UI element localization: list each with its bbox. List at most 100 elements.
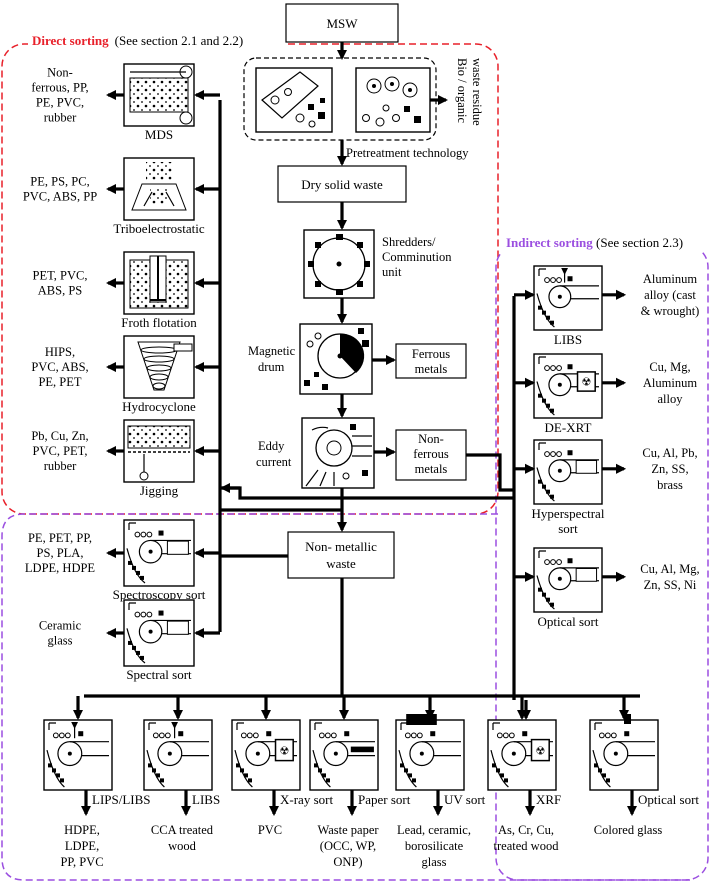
svg-text:☢: ☢	[535, 745, 545, 758]
shredders-label-3: unit	[382, 265, 402, 279]
right-unit-output: Zn, SS,	[651, 462, 688, 476]
right-unit-output: Cu, Al, Mg,	[640, 562, 699, 576]
left-unit-output: Ceramic	[39, 619, 82, 633]
bottom-unit-output: CCA treated	[151, 823, 214, 837]
bottom-unit-label: Paper sort	[358, 792, 411, 807]
left-unit-spectroscopy-sort	[123, 519, 195, 587]
left-unit-output: PET, PVC,	[33, 269, 88, 283]
shredders-label-2: Comminution	[382, 250, 452, 264]
right-unit-label: LIBS	[554, 332, 582, 347]
bottom-unit-label: X-ray sort	[280, 792, 333, 807]
right-unit-output: alloy	[658, 392, 684, 406]
left-unit-output: Pb, Cu, Zn,	[31, 429, 88, 443]
left-unit-output: PVC, PET,	[33, 444, 88, 458]
bottom-unit-output: borosilicate	[405, 839, 464, 853]
right-unit-output: Cu, Al, Pb,	[642, 446, 697, 460]
left-unit-output: PE, PET	[38, 375, 81, 389]
right-unit-output: brass	[657, 478, 683, 492]
bottom-unit-paper-sort	[309, 719, 379, 791]
right-unit-optical-sort	[533, 547, 603, 613]
bottom-unit-lips-libs	[43, 719, 113, 791]
right-unit-libs	[533, 265, 603, 331]
bottom-unit-output: Waste paper	[317, 823, 379, 837]
right-unit-output: alloy (cast	[644, 288, 696, 302]
pretreatment-screen-icon	[355, 67, 431, 133]
left-unit-output: LDPE, HDPE	[25, 561, 96, 575]
right-unit-output: & wrought)	[641, 304, 700, 318]
msw-box	[285, 3, 399, 43]
svg-text:☢: ☢	[279, 745, 289, 758]
right-unit-output: Cu, Mg,	[649, 360, 690, 374]
bottom-unit-x-ray-sort: ☢	[231, 719, 301, 791]
right-unit-output: Aluminum	[643, 272, 697, 286]
left-unit-triboelectrostatic	[123, 157, 195, 221]
bottom-unit-output: PP, PVC	[60, 855, 103, 869]
magnetic-label-1: Magnetic	[248, 344, 296, 358]
left-unit-output: PS, PLA,	[37, 546, 84, 560]
bottom-unit-label: XRF	[536, 792, 561, 807]
shredders-label-1: Shredders/	[382, 235, 436, 249]
bottom-unit-output: ONP)	[333, 855, 362, 869]
bottom-unit-output: Lead, ceramic,	[397, 823, 471, 837]
right-unit-de-xrt: ☢	[533, 353, 603, 419]
bottom-unit-label: UV sort	[444, 792, 486, 807]
left-unit-output: Non-	[47, 66, 73, 80]
right-unit-hyperspectral	[533, 439, 603, 505]
magnetic-drum-icon	[299, 323, 373, 395]
left-unit-output: PE, PS, PC,	[30, 175, 89, 189]
left-unit-label: Spectral sort	[126, 667, 192, 682]
left-unit-output: ABS, PS	[38, 284, 83, 298]
left-unit-spectral-sort	[123, 599, 195, 667]
left-unit-output: PE, PET, PP,	[28, 531, 92, 545]
eddy-label-1: Eddy	[258, 439, 285, 453]
bottom-unit-output: HDPE,	[64, 823, 100, 837]
residue-label-1: Bio / organic	[455, 58, 469, 123]
right-unit-label: Optical sort	[537, 614, 598, 629]
non-metallic-waste-box	[287, 531, 395, 579]
ferrous-label-2: metals	[415, 362, 448, 376]
right-unit-label: DE-XRT	[545, 420, 592, 435]
ferrous-metals-box	[395, 343, 467, 379]
pretreatment-drum-icon	[255, 67, 333, 133]
left-unit-output: rubber	[44, 459, 77, 473]
left-unit-output: rubber	[44, 111, 77, 125]
left-unit-output: HIPS,	[45, 345, 75, 359]
bottom-unit-output: glass	[422, 855, 447, 869]
magnetic-label-2: drum	[258, 360, 285, 374]
nonferrous-label-1: Non-	[418, 432, 444, 446]
left-unit-output: PE, PVC,	[36, 96, 84, 110]
msw-label: MSW	[326, 16, 358, 31]
bottom-unit-output: wood	[168, 839, 197, 853]
left-unit-output: PVC, ABS, PP	[23, 190, 97, 204]
left-unit-output: PVC, ABS,	[31, 360, 88, 374]
right-unit-label: Hyperspectral	[532, 506, 605, 521]
bottom-unit-optical-sort	[589, 714, 659, 791]
bottom-unit-output: LDPE,	[65, 839, 99, 853]
bottom-unit-libs	[143, 719, 213, 791]
left-unit-output: glass	[48, 634, 73, 648]
bottom-unit-uv-sort	[395, 714, 465, 791]
lower-sorting-region	[1, 513, 690, 881]
left-unit-froth-flotation	[123, 251, 195, 315]
indirect-sorting-title: Indirect sorting (See section 2.3)	[506, 235, 683, 250]
left-unit-label: Hydrocyclone	[122, 399, 196, 414]
bottom-unit-label: LIBS	[192, 792, 220, 807]
direct-sorting-title: Direct sorting(See section 2.1 and 2.2)	[32, 33, 243, 48]
bottom-unit-output: (OCC, WP,	[320, 839, 376, 853]
right-unit-output: Zn, SS, Ni	[644, 578, 697, 592]
nonferrous-label-3: metals	[415, 462, 448, 476]
left-unit-hydrocyclone	[123, 335, 195, 399]
bottom-unit-output: Colored glass	[594, 823, 663, 837]
bottom-unit-output: PVC	[258, 823, 282, 837]
left-unit-output: ferrous, PP,	[31, 81, 88, 95]
right-unit-output: Aluminum	[643, 376, 697, 390]
nonmetallic-label-1: Non- metallic	[305, 539, 377, 554]
residue-label-2: waste residue	[470, 58, 484, 126]
left-unit-label: Triboelectrostatic	[113, 221, 204, 236]
eddy-current-icon	[301, 417, 375, 489]
left-unit-label: Spectroscopy sort	[113, 587, 206, 602]
left-unit-label: Jigging	[140, 483, 179, 498]
left-unit-jigging	[123, 419, 195, 483]
bottom-unit-output: treated wood	[494, 839, 560, 853]
